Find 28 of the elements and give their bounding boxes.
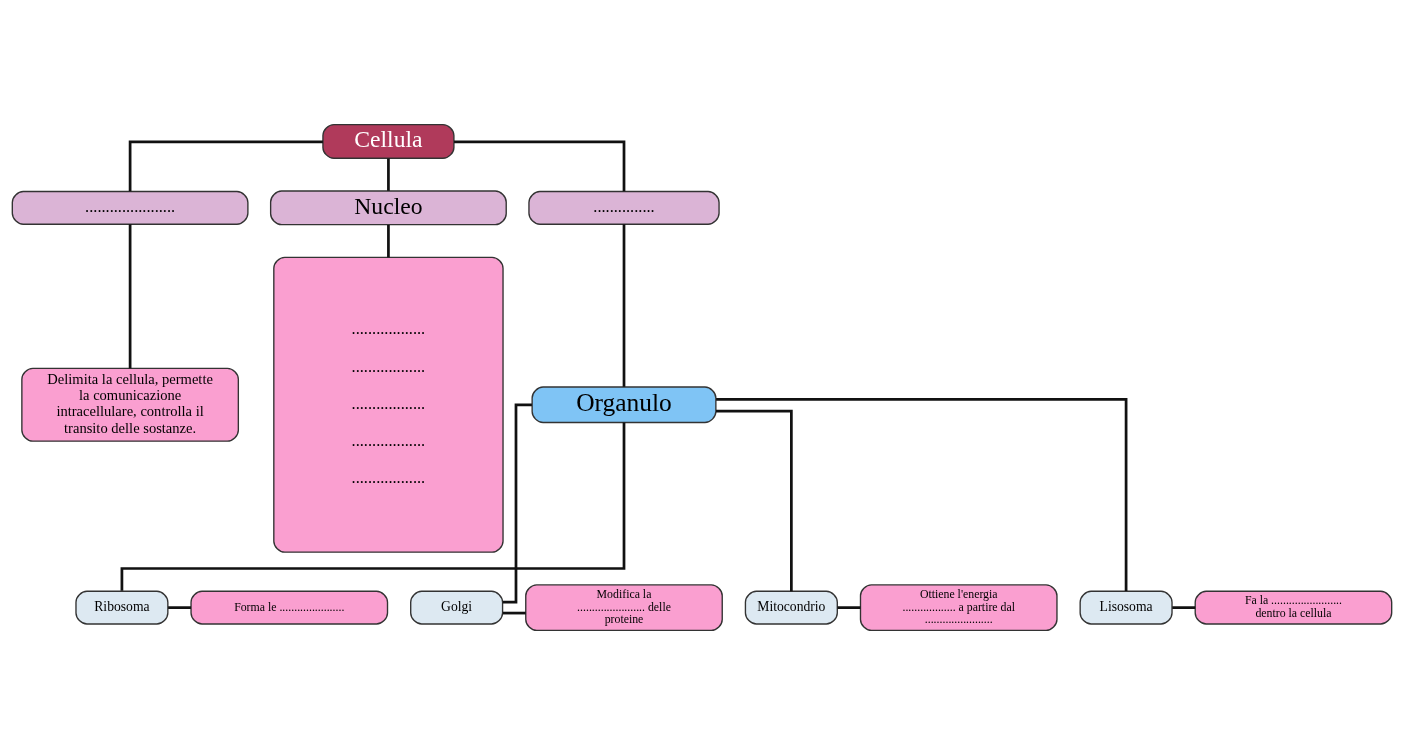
node-box: Organulo [531,385,717,423]
connector [128,223,132,368]
connector [454,140,626,191]
connector [837,605,861,609]
node-box: .................. .................. .................. .................. .................. [273,256,504,553]
connector [716,397,1128,591]
connector [622,223,626,387]
node-box: ...................... [11,190,249,225]
node-box: ............... [528,190,720,225]
node-box: Ribosoma [75,590,169,625]
node-box: Mitocondrio [744,590,838,625]
node-box: Golgi [410,590,504,625]
connector [387,158,390,191]
node-box: Modifica la ....................... delle proteine [525,583,723,631]
node-box: Fa la ........................ dentro la cellula [1194,590,1393,625]
connector [1172,605,1196,609]
connector [716,409,793,591]
node-box: Forma le ...................... [190,590,389,625]
connector [502,402,532,604]
node-box: Lisosoma [1079,590,1173,625]
node-box: Delimita la cellula, permette la comunicazione intracellulare, controlla il transito delle sostanze. [21,367,239,442]
connector [387,224,390,257]
node-box: Cellula [322,123,455,159]
node-box: Ottiene l'energia .................. a partire dal ....................... [859,583,1058,631]
connector [128,140,323,191]
connector [168,605,191,609]
connector [502,611,526,614]
node-box: Nucleo [269,189,507,225]
